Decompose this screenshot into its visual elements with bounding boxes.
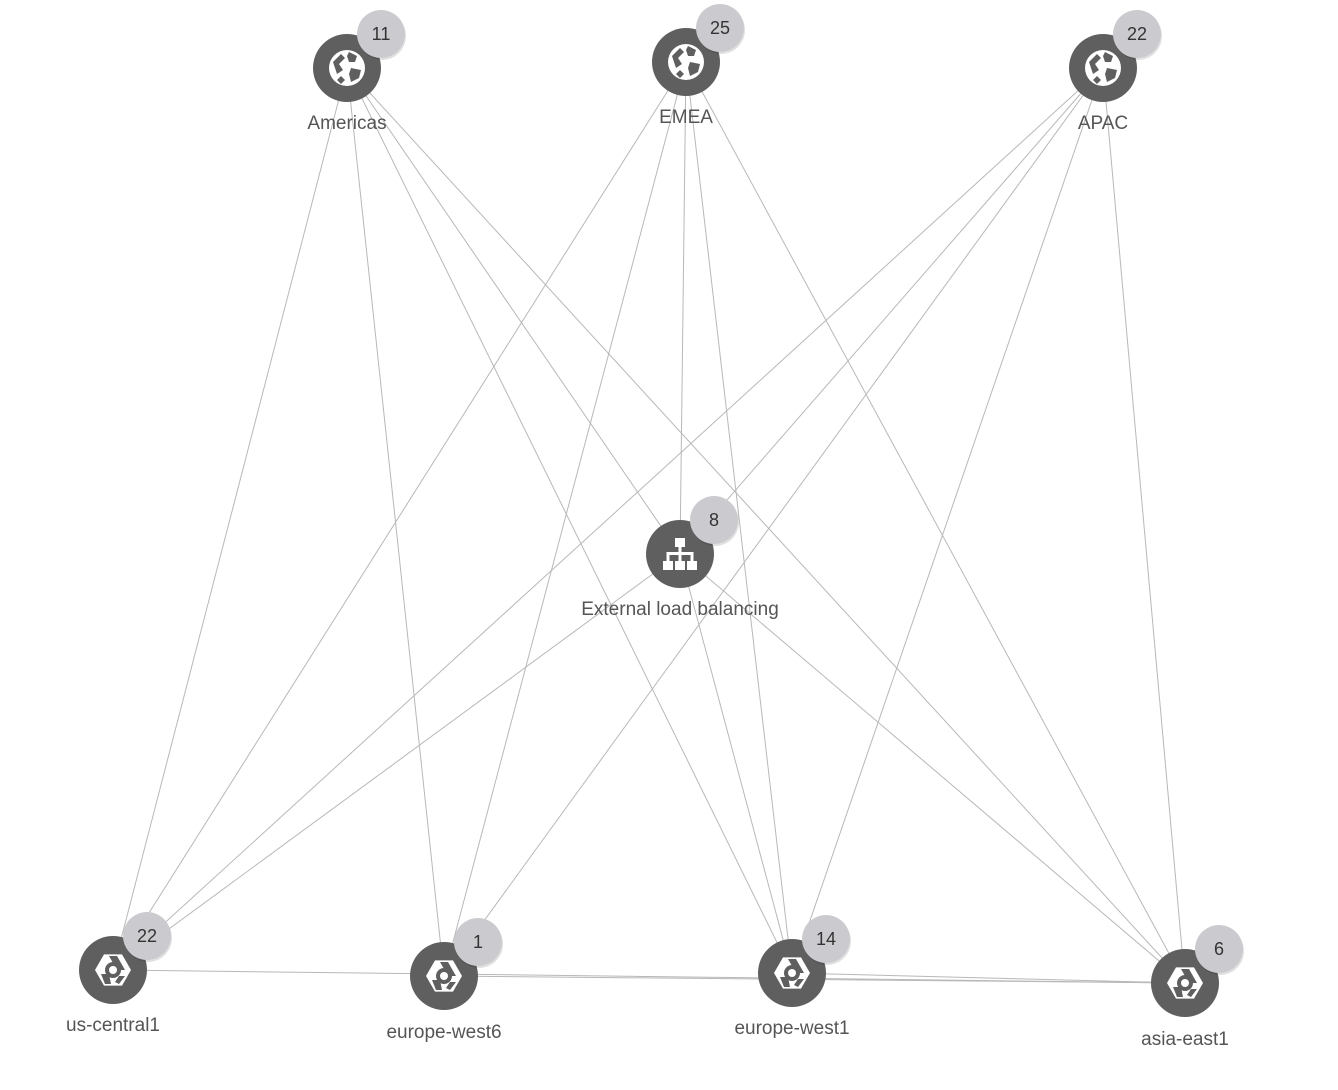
edge-lb-asiaeast1 [679,553,1186,984]
count-badge [454,918,502,966]
node-label: us-central1 [66,1015,160,1036]
region-hexagon-icon [95,954,131,986]
node-label: EMEA [659,107,713,128]
node-europewest1[interactable]: 14 europe-west1 [734,915,851,1039]
region-hexagon-icon [426,960,462,992]
count-badge-text: 22 [1127,24,1147,44]
globe-icon [668,44,704,80]
edge-apac-europewest6 [443,67,1104,977]
edge-emea-uscentral1 [112,61,687,971]
node-uscentral1[interactable]: 22 us-central1 [66,912,172,1036]
edge-apac-asiaeast1 [1102,67,1186,984]
count-badge-text: 14 [816,929,836,949]
edge-emea-europewest6 [443,61,687,977]
globe-icon [329,50,365,86]
count-badge [696,4,744,52]
edge-americas-asiaeast1 [346,67,1186,984]
node-asiaeast1[interactable]: 6 asia-east1 [1141,925,1244,1050]
node-label: europe-west6 [386,1022,501,1043]
node-label: asia-east1 [1141,1029,1229,1050]
count-badge-text: 11 [372,24,391,44]
node-label: europe-west1 [734,1018,849,1039]
node-label: APAC [1078,113,1128,134]
count-badge-text: 1 [473,932,483,952]
count-badge [690,496,738,544]
edge-americas-europewest1 [346,67,793,974]
node-label: External load balancing [581,599,779,620]
count-badge-text: 6 [1214,939,1224,959]
count-badge-text: 25 [710,18,730,38]
count-badge [1195,925,1243,973]
count-badge-text: 22 [137,926,157,946]
edge-americas-lb [346,67,681,555]
count-badge-text: 8 [709,510,719,530]
edge-apac-lb [679,67,1104,555]
count-badge [802,915,850,963]
edge-emea-europewest1 [685,61,793,974]
region-hexagon-icon [1167,967,1203,999]
edge-apac-europewest1 [791,67,1104,974]
node-label: Americas [307,113,386,134]
count-badge [123,912,171,960]
edge-emea-lb [679,61,687,555]
region-hexagon-icon [774,957,810,989]
edge-apac-uscentral1 [112,67,1104,971]
edge-americas-uscentral1 [112,67,348,971]
edge-layer [112,61,1186,984]
count-badge [357,10,405,58]
node-europewest6[interactable]: 1 europe-west6 [386,918,503,1043]
globe-icon [1085,50,1121,86]
edge-emea-asiaeast1 [685,61,1186,984]
count-badge [1113,10,1161,58]
edge-lb-europewest1 [679,553,793,974]
edge-lb-uscentral1 [112,553,681,971]
edge-europewest1-asiaeast1 [791,972,1186,984]
load-balancer-icon [663,538,697,570]
